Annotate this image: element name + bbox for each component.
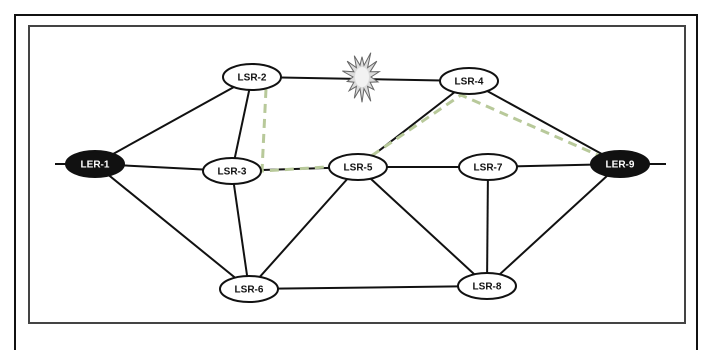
node-lsr5: LSR-5 <box>328 153 388 181</box>
node-label: LSR-4 <box>455 77 484 88</box>
link-ler1-lsr2 <box>94 76 253 165</box>
node-lsr8: LSR-8 <box>457 272 517 300</box>
link-lsr8-ler9 <box>486 163 621 287</box>
link-lsr7-lsr8 <box>486 166 489 287</box>
node-shape <box>457 272 517 300</box>
backup-path-layer <box>260 88 601 173</box>
node-ler1: LER-1 <box>65 150 125 178</box>
node-shape <box>65 150 125 178</box>
node-shape <box>458 153 518 181</box>
node-ler9: LER-9 <box>590 150 650 178</box>
link-lsr6-lsr8 <box>248 285 488 290</box>
node-lsr7: LSR-7 <box>458 153 518 181</box>
node-shape <box>590 150 650 178</box>
backup-path <box>260 88 601 173</box>
link-ler1-lsr6 <box>94 163 250 290</box>
node-shape <box>219 275 279 303</box>
node-shape <box>222 63 282 91</box>
node-label: LSR-5 <box>344 163 373 174</box>
node-shape <box>202 157 262 185</box>
link-lsr2-lsr3 <box>231 76 253 172</box>
node-label: LER-1 <box>81 160 110 171</box>
link-lsr5-lsr6 <box>248 166 359 290</box>
node-label: LSR-8 <box>473 282 502 293</box>
node-lsr6: LSR-6 <box>219 275 279 303</box>
node-label: LSR-7 <box>474 163 503 174</box>
link-lsr4-ler9 <box>468 80 621 165</box>
node-label: LER-9 <box>606 160 635 171</box>
node-label: LSR-6 <box>235 285 264 296</box>
node-label: LSR-3 <box>218 167 247 178</box>
explosion-icon <box>342 52 382 103</box>
node-lsr4: LSR-4 <box>439 67 499 95</box>
link-lsr5-lsr8 <box>357 166 488 287</box>
node-label: LSR-2 <box>238 73 267 84</box>
link-lsr3-lsr6 <box>231 170 250 290</box>
node-shape <box>439 67 499 95</box>
node-lsr3: LSR-3 <box>202 157 262 185</box>
links-layer <box>55 76 666 290</box>
node-shape <box>328 153 388 181</box>
failure-burst-layer <box>342 52 382 103</box>
node-lsr2: LSR-2 <box>222 63 282 91</box>
